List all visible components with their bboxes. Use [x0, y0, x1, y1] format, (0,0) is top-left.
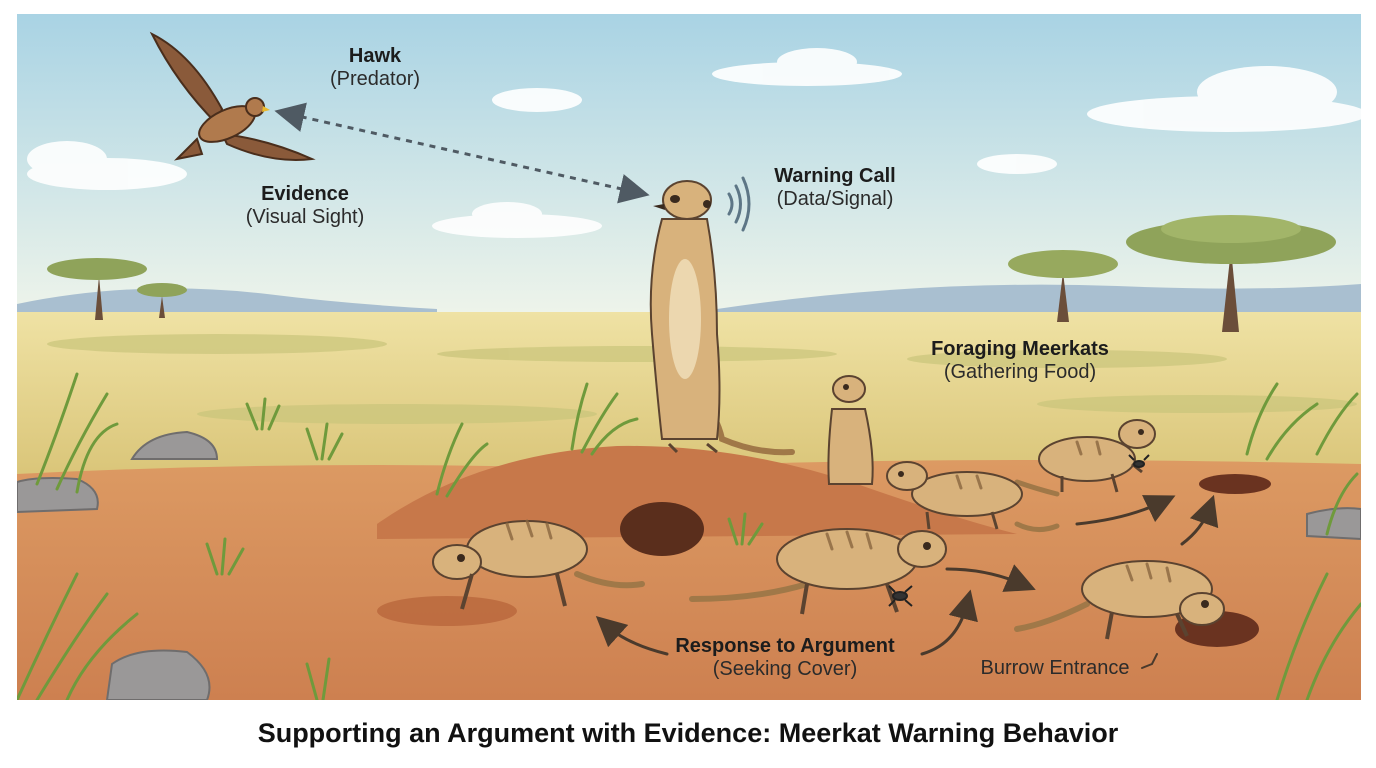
acacia-trees	[47, 215, 1336, 332]
mound-burrow	[620, 502, 704, 556]
digging-meerkat	[432, 520, 645, 610]
warning-call-label-name: Warning Call	[774, 165, 896, 187]
hawk-label-name: Hawk	[348, 45, 402, 67]
figure-title: Supporting an Argument with Evidence: Me…	[257, 718, 1119, 748]
burrow-meerkat	[1014, 560, 1225, 640]
foraging-label-sub: (Gathering Food)	[943, 361, 1097, 383]
foraging-meerkat-1	[1014, 419, 1156, 497]
hawk-label: Hawk (Predator)	[300, 45, 450, 91]
grass-tufts	[17, 372, 1361, 700]
burrow-hole-right	[1199, 474, 1271, 494]
foraging-meerkat-2	[886, 461, 1060, 532]
evidence-label-name: Evidence	[261, 183, 349, 205]
burrow-entrance-label: Burrow Entrance	[965, 657, 1145, 680]
soil	[17, 460, 1361, 700]
response-label: Response to Argument (Seeking Cover)	[660, 635, 910, 681]
foraging-label: Foraging Meerkats (Gathering Food)	[920, 338, 1120, 384]
insect-icon-2	[1128, 454, 1150, 468]
small-standing-meerkat	[827, 375, 874, 485]
evidence-label-sub: (Visual Sight)	[245, 206, 365, 228]
response-label-name: Response to Argument	[675, 635, 895, 657]
response-label-sub: (Seeking Cover)	[712, 658, 858, 680]
warning-call-label: Warning Call (Data/Signal)	[760, 165, 910, 211]
hills	[17, 288, 437, 314]
movement-arrows	[595, 494, 1219, 669]
meerkat-scene	[17, 14, 1361, 700]
burrow-entrance-text: Burrow Entrance	[980, 657, 1130, 679]
termite-mound	[377, 445, 1017, 539]
foraging-label-name: Foraging Meerkats	[931, 338, 1109, 360]
walking-meerkat	[689, 528, 947, 615]
evidence-label: Evidence (Visual Sight)	[220, 183, 390, 229]
sound-waves-icon	[727, 176, 751, 232]
insect-icon	[888, 585, 913, 607]
sentry-meerkat	[649, 180, 795, 456]
warning-call-label-sub: (Data/Signal)	[776, 188, 894, 210]
clouds	[27, 48, 1361, 238]
hawk-label-sub: (Predator)	[329, 68, 421, 90]
